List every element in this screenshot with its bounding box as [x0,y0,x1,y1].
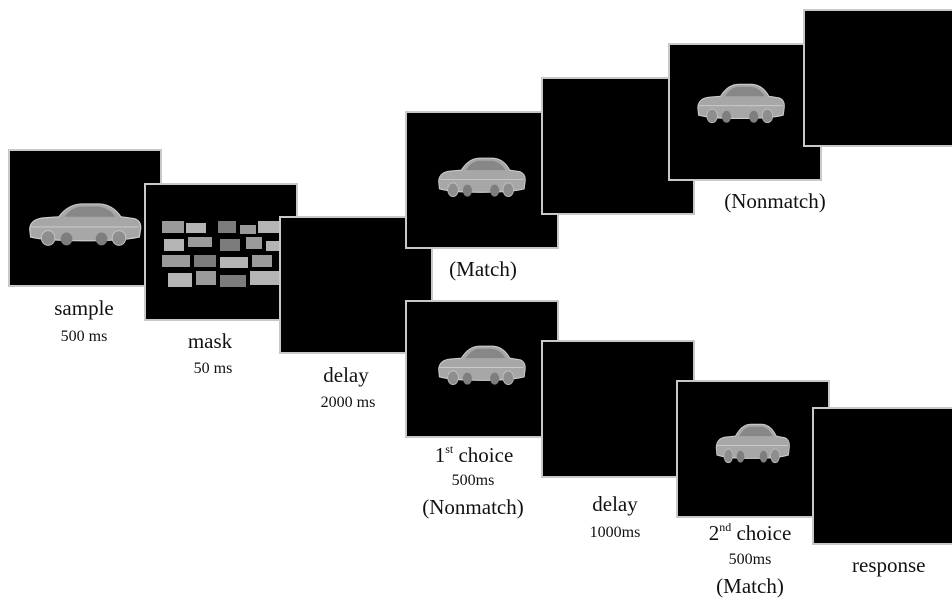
car-icon [438,345,526,386]
second-choice-label: 2nd choice [708,520,792,545]
match-test-frame [405,111,559,249]
response-label: response [852,553,926,577]
nonmatch-test-frame [668,43,822,181]
second-delay-duration: 1000ms [589,524,641,541]
second-delay-label: delay [592,492,638,516]
lower-delay-frame [541,340,695,478]
first-choice-duration: 500ms [451,472,495,489]
match-label: (Match) [449,257,517,281]
delay-label: delay [323,363,369,387]
second-choice-frame [676,380,830,518]
upper-response-frame [803,9,952,147]
car-icon [715,423,790,464]
second-choice-condition: (Match) [716,574,784,598]
mask-label: mask [187,329,233,353]
sample-frame [8,149,162,287]
car-icon [438,157,526,198]
sample-duration: 500 ms [60,328,108,345]
car-icon [29,203,142,246]
first-choice-condition: (Nonmatch) [422,495,524,519]
nonmatch-label: (Nonmatch) [724,189,826,213]
car-icon [697,83,785,124]
second-choice-duration: 500ms [728,551,772,568]
delay-duration: 2000 ms [320,394,376,411]
first-choice-label: 1st choice [434,442,514,467]
first-choice-frame [405,300,559,438]
lower-response-frame [812,407,952,545]
mask-frame [144,183,298,321]
scrambled-mask-icon [162,221,280,291]
sample-label: sample [54,296,114,320]
mask-duration: 50 ms [193,360,233,377]
